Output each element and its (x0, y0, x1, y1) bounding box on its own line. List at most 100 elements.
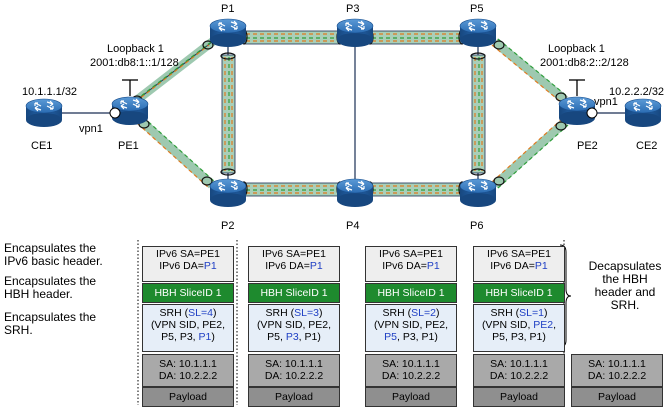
router-p2-icon[interactable] (209, 178, 247, 208)
packet-text: Payload (275, 391, 313, 403)
packet-text: SRH ( (382, 307, 412, 319)
hbh-header-2: HBH SliceID 1 (248, 283, 340, 303)
packet-line: SRH (SL=2) (366, 307, 456, 319)
packet-line: IPv6 SA=PE1 (249, 248, 339, 260)
hbh-header-3: HBH SliceID 1 (365, 283, 457, 303)
vpn-right-circle (586, 107, 598, 119)
packet-text: Payload (392, 391, 430, 403)
packet-text: HBH SliceID 1 (377, 287, 445, 299)
packet-text: ) (212, 307, 217, 319)
packet-text: IPv6 DA= (490, 260, 535, 272)
loopback-markers (122, 79, 585, 96)
packet-text: SRH ( (265, 307, 295, 319)
decap-brace (559, 244, 572, 348)
packet-text: DA: 10.2.2.2 (381, 370, 441, 382)
packet-text: P1 (203, 260, 217, 272)
router-p4-icon[interactable] (336, 178, 374, 208)
packet-text: SA: 10.1.1.1 (382, 358, 440, 370)
packet-line: IPv6 DA=P1 (249, 260, 339, 272)
payload-1: Payload (142, 387, 234, 407)
packet-text: DA: 10.2.2.2 (158, 370, 218, 382)
hbh-header-4: HBH SliceID 1 (473, 283, 565, 303)
packet-line: P5, P3, P1) (474, 331, 564, 343)
note-encap-srh: Encapsulates the SRH. (4, 310, 97, 337)
srh-header-4: SRH (SL=1)(VPN SID, PE2,P5, P3, P1) (473, 304, 565, 352)
packet-text: , P3, P1) (396, 331, 438, 343)
packet-text: (VPN SID, PE2, (256, 319, 332, 331)
packet-text: SA: 10.1.1.1 (490, 358, 548, 370)
packet-text: IPv6 SA=PE1 (379, 248, 443, 260)
packet-text: SA: 10.1.1.1 (159, 358, 217, 370)
packet-text: ) (318, 307, 323, 319)
label-p1: P1 (221, 3, 234, 15)
packet-text: Payload (500, 391, 538, 403)
packet-line: IPv6 DA=P1 (366, 260, 456, 272)
label-p4: P4 (346, 220, 359, 232)
label-p5: P5 (470, 3, 483, 15)
packet-line: DA: 10.2.2.2 (474, 370, 564, 382)
packet-line: IPv6 SA=PE1 (366, 248, 456, 260)
packet-line: P5, P3, P1) (249, 331, 339, 343)
loopback-right-address: 2001:db8:2::2/128 (540, 57, 629, 69)
loopback-left-title: Loopback 1 (107, 43, 164, 55)
srh-header-2: SRH (SL=3)(VPN SID, PE2,P5, P3, P1) (248, 304, 340, 352)
packet-line: DA: 10.2.2.2 (249, 370, 339, 382)
packet-line: IPv6 DA=P1 (474, 260, 564, 272)
packet-line: DA: 10.2.2.2 (143, 370, 233, 382)
label-ce1: CE1 (31, 140, 52, 152)
packet-text: IPv6 SA=PE1 (156, 248, 220, 260)
packet-text: HBH SliceID 1 (485, 287, 553, 299)
note-decap: Decapsulates the HBH header and SRH. (588, 259, 662, 312)
packet-text: HBH SliceID 1 (154, 287, 222, 299)
packet-text: P1 (198, 331, 212, 343)
router-ce2-icon[interactable] (624, 98, 662, 128)
packet-text: IPv6 DA= (265, 260, 310, 272)
vpn-left-label: vpn1 (79, 123, 103, 135)
packet-text: HBH SliceID 1 (260, 287, 328, 299)
router-p1-icon[interactable] (209, 18, 247, 48)
packet-text: PE2 (533, 319, 554, 331)
router-ce1-icon[interactable] (25, 98, 63, 128)
label-pe1: PE1 (118, 140, 139, 152)
packet-line: DA: 10.2.2.2 (366, 370, 456, 382)
ce2-address: 10.2.2.2/32 (609, 86, 664, 98)
packet-text: SL=4 (188, 307, 213, 319)
packet-line: IPv6 SA=PE1 (474, 248, 564, 260)
packet-line: SRH (SL=3) (249, 307, 339, 319)
packet-line: (VPN SID, PE2, (366, 319, 456, 331)
label-p2: P2 (221, 220, 234, 232)
payload-2: Payload (248, 387, 340, 407)
router-p5-icon[interactable] (459, 18, 497, 48)
payload-3: Payload (365, 387, 457, 407)
note-encap-basic: Encapsulates the IPv6 basic header. (4, 241, 103, 268)
payload-4: Payload (473, 387, 565, 407)
packet-text: P1 (426, 260, 440, 272)
router-p6-icon[interactable] (459, 178, 497, 208)
router-p3-icon[interactable] (336, 18, 374, 48)
packet-text: P1 (309, 260, 323, 272)
packet-text: SRH ( (490, 307, 520, 319)
packet-line: SA: 10.1.1.1 (249, 358, 339, 370)
packet-text: IPv6 SA=PE1 (487, 248, 551, 260)
packet-text: (VPN SID, PE2, (150, 319, 226, 331)
pe2-payload: Payload (571, 387, 663, 407)
vpn-left-circle (109, 107, 121, 119)
packet-text: P1 (534, 260, 548, 272)
packet-line: SRH (SL=1) (474, 307, 564, 319)
packet-text: IPv6 DA= (159, 260, 204, 272)
packet-line: IPv6 DA=P1 (143, 260, 233, 272)
ce1-address: 10.1.1.1/32 (22, 86, 77, 98)
packet-text: SL=3 (294, 307, 319, 319)
packet-text: SL=1 (519, 307, 544, 319)
packet-line: SA: 10.1.1.1 (143, 358, 233, 370)
packet-line: (VPN SID, PE2, (249, 319, 339, 331)
loopback-left-address: 2001:db8:1::1/128 (90, 57, 179, 69)
packet-text: P5, P3, (161, 331, 199, 343)
